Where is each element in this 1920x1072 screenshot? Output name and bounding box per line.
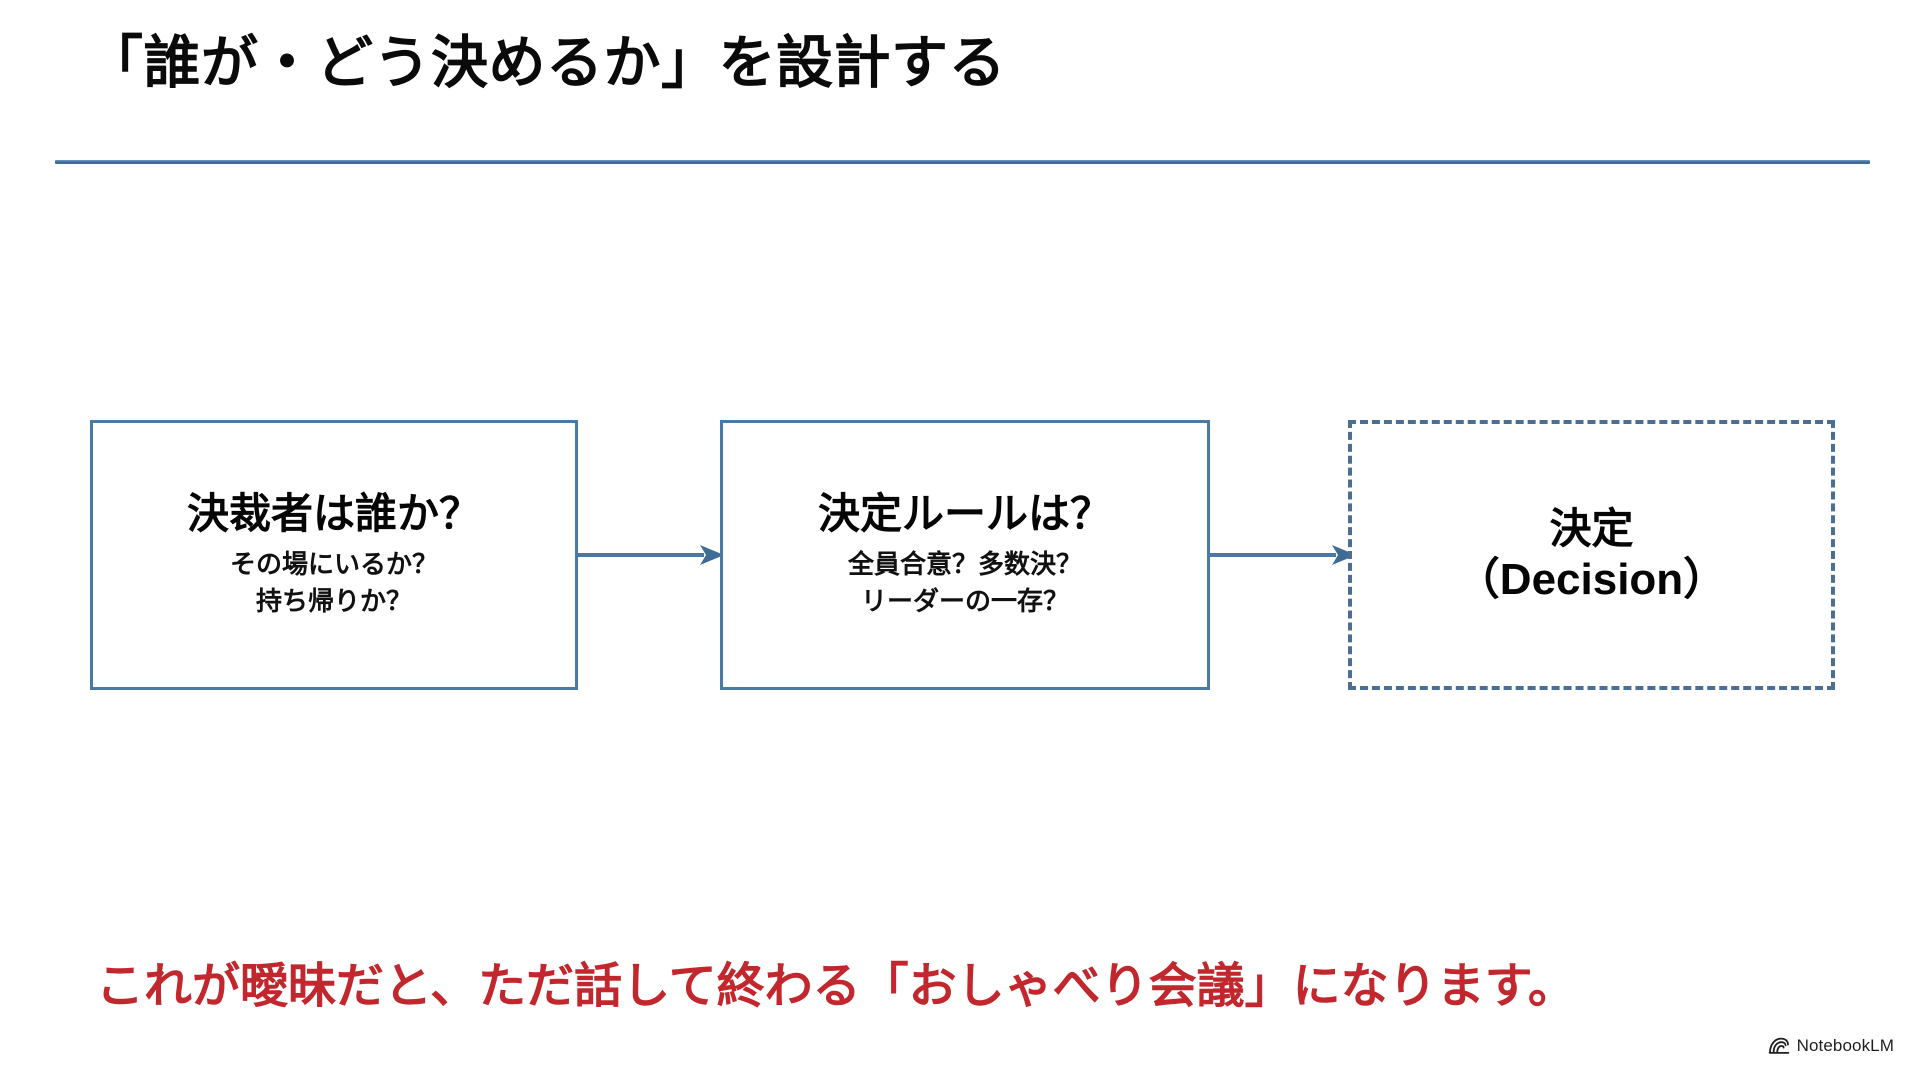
bottom-caption: これが曖昧だと、ただ話して終わる「おしゃべり会議」になります。 [96, 960, 1576, 1013]
flow-box-decider-sub-line-2: 持ち帰りか？ [255, 586, 412, 617]
flow-box-decision-heading: 決定 [1549, 505, 1634, 553]
notebooklm-watermark: NotebookLM [1768, 1036, 1894, 1056]
notebooklm-watermark-label: NotebookLM [1796, 1036, 1894, 1055]
flow-box-decider-heading: 決裁者は誰か？ [186, 489, 481, 537]
flow-arrow-rule-to-decision [1210, 545, 1356, 565]
flow-box-rule-heading: 決定ルールは？ [817, 489, 1112, 537]
flow-arrow-decider-to-rule [578, 545, 724, 565]
flow-box-decider: 決裁者は誰か？ その場にいるか？ 持ち帰りか？ [90, 420, 578, 690]
flow-box-decider-sub-line-1: その場にいるか？ [229, 549, 438, 580]
flow-box-rule-sub-line-1: 全員合意？多数決？ [847, 549, 1082, 580]
page-title: 「誰が・どう決めるか」を設計する [86, 31, 1006, 95]
notebooklm-spiral-icon [1768, 1037, 1789, 1054]
title-divider [55, 160, 1870, 164]
flow-box-rule-sub-line-2: リーダーの一存？ [860, 586, 1069, 617]
flow-box-decision-subtitle: （Decision） [1455, 554, 1728, 604]
flow-box-decision: 決定 （Decision） [1348, 420, 1835, 690]
flow-box-rule-sub: 全員合意？多数決？ リーダーの一存？ [848, 546, 1082, 620]
flow-box-decider-sub: その場にいるか？ 持ち帰りか？ [230, 546, 438, 620]
flow-box-rule: 決定ルールは？ 全員合意？多数決？ リーダーの一存？ [720, 420, 1210, 690]
